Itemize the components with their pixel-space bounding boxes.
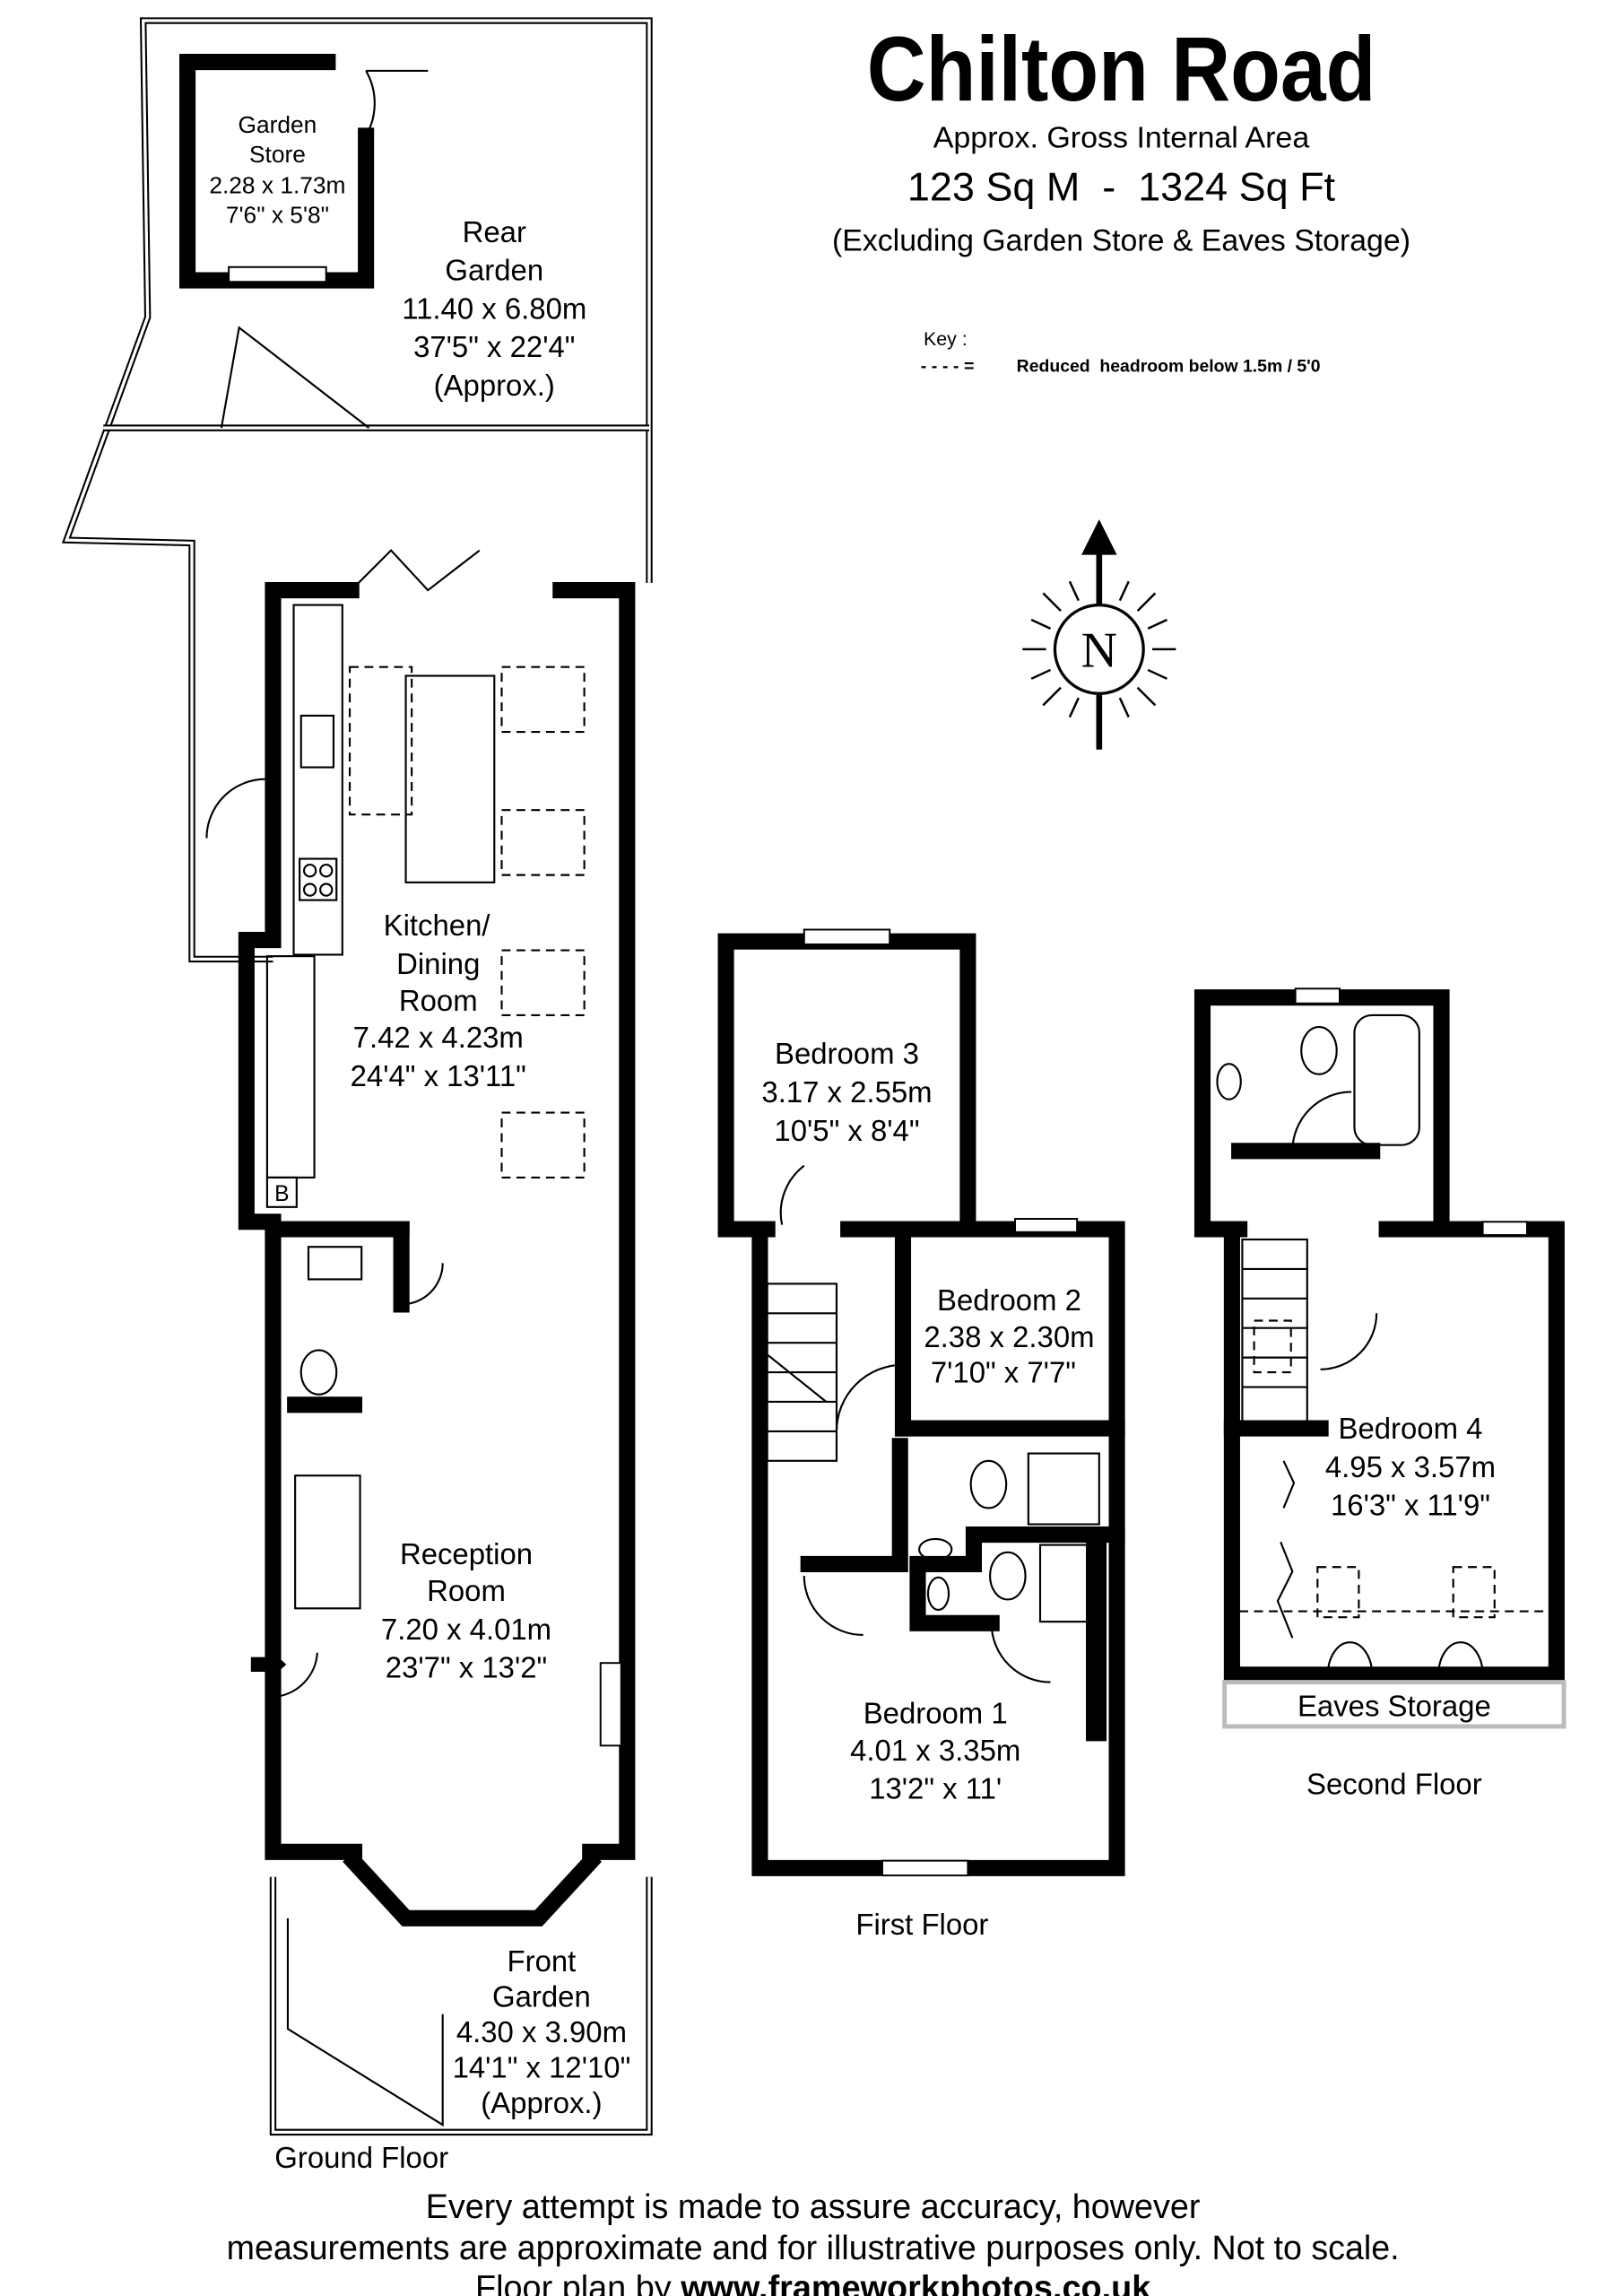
credit-url[interactable]: www.frameworkphotos.co.uk [680,2269,1151,2296]
room-imperial: 7'10" x 7'7" [931,1356,1076,1389]
floor-label-first: First Floor [855,1908,988,1941]
room-metric: 3.17 x 2.55m [761,1075,932,1109]
ground-floor-plan: B [61,17,653,2136]
plan-title: Chilton Road [867,18,1376,120]
room-name: Store [249,141,306,168]
area-value: 123 Sq M - 1324 Sq Ft [907,166,1336,210]
front-garden-boundary [269,1876,653,2136]
room-imperial: 14'1" x 12'10" [453,2051,631,2084]
room-label-kitchen: Kitchen/ Dining Room 7.42 x 4.23m 24'4" … [351,909,526,1092]
area-exclusion: (Excluding Garden Store & Eaves Storage) [832,224,1410,258]
footer: Every attempt is made to assure accuracy… [227,2188,1400,2296]
room-imperial: 23'7" x 13'2" [386,1651,547,1684]
ground-floor-walls [238,549,636,1926]
room-metric: 4.01 x 3.35m [850,1734,1020,1767]
kitchen-island [404,674,496,883]
room-name: Bedroom 2 [937,1283,1081,1317]
room-name: Garden [445,254,543,287]
room-metric: 2.38 x 2.30m [924,1320,1094,1353]
room-note: (Approx.) [481,2086,602,2119]
room-metric: 4.95 x 3.57m [1325,1450,1496,1483]
room-metric: 7.20 x 4.01m [381,1613,551,1646]
room-imperial: 37'5" x 22'4" [413,330,575,363]
first-floor-staircase [766,1283,838,1462]
room-name: Bedroom 3 [775,1037,919,1070]
room-name: Dining [396,947,480,980]
room-label-reception: Reception Room 7.20 x 4.01m 23'7" x 13'2… [381,1537,551,1684]
room-imperial: 16'3" x 11'9" [1331,1489,1490,1522]
header: Chilton Road Approx. Gross Internal Area… [832,18,1410,258]
room-name: Room [427,1574,506,1607]
room-label-garden-store: Garden Store 2.28 x 1.73m 7'6" x 5'8" [209,111,345,228]
entrance-arrow-icon [250,1648,287,1681]
room-name: Kitchen/ [384,909,491,942]
compass-letter: N [1081,623,1117,679]
room-name: Bedroom 1 [864,1697,1008,1730]
eaves-storage-area [1222,1680,1567,1729]
disclaimer-line2: measurements are approximate and for ill… [227,2230,1400,2267]
credit-prefix: Floor plan by [475,2269,681,2296]
room-name: Front [508,1944,577,1978]
key-label: Key : [924,328,968,350]
room-metric: 7.42 x 4.23m [353,1021,524,1054]
compass-north-icon: N [1022,519,1176,750]
room-metric: 11.40 x 6.80m [402,291,586,325]
room-metric: 4.30 x 3.90m [456,2015,627,2048]
room-label-bedroom4: Bedroom 4 4.95 x 3.57m 16'3" x 11'9" [1325,1412,1496,1522]
room-note: (Approx.) [434,369,555,402]
room-imperial: 24'4" x 13'11" [351,1059,526,1092]
room-name: Room [399,984,478,1017]
room-imperial: 10'5" x 8'4" [774,1114,919,1147]
bath-icon [1353,1013,1420,1146]
kitchen-fixtures: B [205,604,586,1699]
room-label-eaves-storage: Eaves Storage [1298,1689,1491,1722]
room-label-front-garden: Front Garden 4.30 x 3.90m 14'1" x 12'10"… [453,1944,631,2119]
second-floor-staircase [1241,1238,1308,1425]
room-name: Rear [463,215,526,248]
credit: Floor plan by www.frameworkphotos.co.uk [475,2269,1151,2296]
room-label-rear-garden: Rear Garden 11.40 x 6.80m 37'5" x 22'4" … [402,215,586,402]
disclaimer-line1: Every attempt is made to assure accuracy… [426,2188,1201,2226]
hob-icon [299,857,338,901]
boiler-label: B [274,1182,289,1206]
room-label-bedroom2: Bedroom 2 2.38 x 2.30m 7'10" x 7'7" [924,1283,1094,1389]
room-imperial: 13'2" x 11' [869,1772,1002,1805]
room-metric: 2.28 x 1.73m [209,172,345,199]
floor-label-ground: Ground Floor [274,2141,448,2174]
room-label-bedroom1: Bedroom 1 4.01 x 3.35m 13'2" x 11' [850,1697,1020,1805]
key-text: Reduced headroom below 1.5m / 5'0 [1017,357,1321,377]
floor-label-second: Second Floor [1306,1768,1482,1801]
room-name: Reception [400,1537,533,1570]
room-name: Garden [492,1980,591,2013]
second-floor-plan [1193,987,1567,1729]
sink-icon [299,714,335,769]
wc-basin-icon [307,1246,363,1281]
area-subtitle: Approx. Gross Internal Area [933,121,1310,154]
key-symbol: - - - - = [921,357,975,377]
room-name: Bedroom 4 [1339,1412,1483,1445]
garden-store [179,54,429,289]
rear-garden-boundary [61,17,653,963]
room-name: Garden [239,111,317,138]
first-floor-plan [717,928,1125,1877]
room-imperial: 7'6" x 5'8" [226,201,329,228]
room-label-bedroom3: Bedroom 3 3.17 x 2.55m 10'5" x 8'4" [761,1037,932,1147]
key: Key : - - - - = Reduced headroom below 1… [921,328,1321,377]
